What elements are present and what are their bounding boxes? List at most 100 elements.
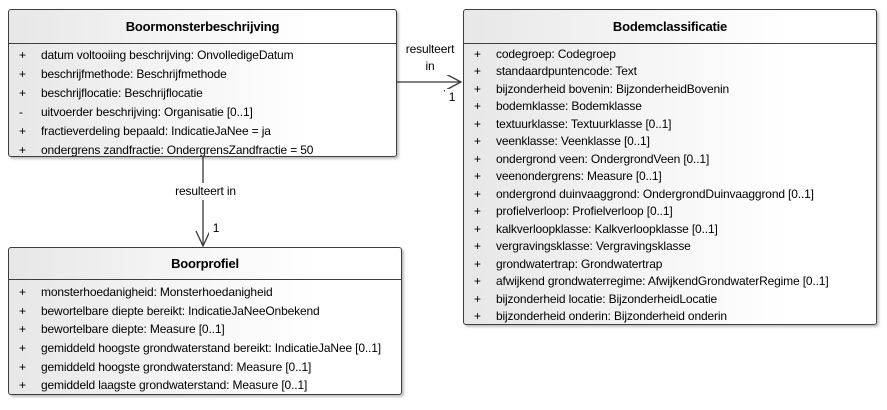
open-arrowhead-icon <box>443 72 463 92</box>
visibility-marker: + <box>19 66 26 81</box>
class-boormonsterbeschrijving: Boormonsterbeschrijving + datum voltooiin… <box>8 9 397 157</box>
class-attribute: + bijzonderheid locatie: BijzonderheidLoc… <box>464 290 876 308</box>
class-attribute: + ondergrens zandfractie: OndergrensZandf… <box>9 140 396 157</box>
connector-label-resulteert-in: resulteert in <box>400 41 460 75</box>
attribute-text: veenondergrens: Measure [0..1] <box>496 169 662 184</box>
class-title: Bodemclassificatie <box>464 10 876 44</box>
attribute-text: profielverloop: Profielverloop [0..1] <box>496 204 673 219</box>
visibility-marker: + <box>474 309 481 324</box>
class-attribute: + gemiddeld laagste grondwaterstand: Meas… <box>9 376 401 394</box>
attribute-text: textuurklasse: Textuurklasse [0..1] <box>496 116 672 131</box>
attribute-text: monsterhoedanigheid: Monsterhoedanigheid <box>41 285 273 300</box>
class-attributes: + codegroep: Codegroep + standaardpuntencod… <box>464 44 876 324</box>
class-bodemclassificatie: Bodemclassificatie + codegroep: Codegroep… <box>463 9 877 325</box>
class-attribute: + fractieverdeling bepaald: IndicatieJaNe… <box>9 121 396 140</box>
class-attribute: + bodemklasse: Bodemklasse <box>464 98 876 116</box>
attribute-text: standaardpuntencode: Text <box>496 64 637 79</box>
attribute-text: gemiddeld hoogste grondwaterstand bereik… <box>41 341 381 356</box>
class-attribute: + kalkverloopklasse: Kalkverloopklasse [0… <box>464 220 876 238</box>
visibility-marker: + <box>19 359 26 374</box>
visibility-marker: + <box>19 47 26 62</box>
attribute-text: vergravingsklasse: Vergravingsklasse <box>496 239 691 254</box>
visibility-marker: + <box>474 274 481 289</box>
class-attribute: + codegroep: Codegroep <box>464 45 876 63</box>
class-attribute: + bijzonderheid onderin: Bijzonderheid on… <box>464 308 876 325</box>
attribute-text: veenklasse: Veenklasse [0..1] <box>496 134 650 149</box>
attribute-text: bijzonderheid bovenin: BijzonderheidBove… <box>496 81 730 96</box>
attribute-text: bijzonderheid locatie: BijzonderheidLoca… <box>496 291 718 306</box>
visibility-marker: + <box>19 341 26 356</box>
visibility-marker: + <box>474 46 481 61</box>
connector-multiplicity: 1 <box>445 89 459 106</box>
attribute-text: gemiddeld laagste grondwaterstand: Measu… <box>41 378 308 393</box>
connector-label-resulteert-in: resulteert in <box>158 183 253 200</box>
visibility-marker: + <box>19 123 26 138</box>
class-attribute: + afwijkend grondwaterregime: AfwijkendGr… <box>464 273 876 291</box>
class-attribute: + ondergrond duinvaaggrond: OndergrondDui… <box>464 185 876 203</box>
attribute-text: codegroep: Codegroep <box>496 46 616 61</box>
visibility-marker: + <box>19 142 26 157</box>
class-attribute: + textuurklasse: Textuurklasse [0..1] <box>464 115 876 133</box>
attribute-text: kalkverloopklasse: Kalkverloopklasse [0.… <box>496 221 718 236</box>
attribute-text: datum voltooiing beschrijving: Onvolledi… <box>41 47 294 62</box>
attribute-text: bodemklasse: Bodemklasse <box>496 99 642 114</box>
class-attribute: + standaardpuntencode: Text <box>464 63 876 81</box>
class-attributes: + datum voltooiing beschrijving: Onvolled… <box>9 44 396 157</box>
attribute-text: fractieverdeling bepaald: IndicatieJaNee… <box>41 123 271 138</box>
class-boorprofiel: Boorprofiel + monsterhoedanigheid: Monste… <box>8 247 402 395</box>
visibility-marker: + <box>474 186 481 201</box>
attribute-text: ondergrond duinvaaggrond: OndergrondDuin… <box>496 186 814 201</box>
visibility-marker: + <box>474 99 481 114</box>
visibility-marker: + <box>19 285 26 300</box>
class-attributes: + monsterhoedanigheid: Monsterhoedanighei… <box>9 280 401 394</box>
visibility-marker: + <box>474 81 481 96</box>
attribute-text: bijzonderheid onderin: Bijzonderheid ond… <box>496 309 727 324</box>
visibility-marker: + <box>474 169 481 184</box>
open-arrowhead-icon <box>195 230 211 248</box>
class-title: Boorprofiel <box>9 248 401 280</box>
visibility-marker: + <box>474 134 481 149</box>
class-attribute: + bewortelbare diepte: Measure [0..1] <box>9 320 401 339</box>
attribute-text: beschrijflocatie: Beschrijflocatie <box>41 85 203 100</box>
class-attribute: + gemiddeld hoogste grondwaterstand: Meas… <box>9 357 401 376</box>
visibility-marker: + <box>474 221 481 236</box>
class-attribute: + gemiddeld hoogste grondwaterstand berei… <box>9 339 401 358</box>
attribute-text: gemiddeld hoogste grondwaterstand: Measu… <box>41 359 312 374</box>
class-attribute: + vergravingsklasse: Vergravingsklasse <box>464 238 876 256</box>
class-attribute: + ondergrond veen: OndergrondVeen [0..1] <box>464 150 876 168</box>
visibility-marker: + <box>474 116 481 131</box>
class-attribute: + profielverloop: Profielverloop [0..1] <box>464 203 876 221</box>
attribute-text: grondwatertrap: Grondwatertrap <box>496 256 663 271</box>
class-attribute: +bewortelbare diepte bereikt: IndicatieJ… <box>9 302 401 321</box>
class-title: Boormonsterbeschrijving <box>9 10 396 44</box>
class-attribute: + veenklasse: Veenklasse [0..1] <box>464 133 876 151</box>
visibility-marker: + <box>474 151 481 166</box>
class-attribute: + veenondergrens: Measure [0..1] <box>464 168 876 186</box>
class-attribute: + monsterhoedanigheid: Monsterhoedanighei… <box>9 283 401 302</box>
class-attribute: - uitvoerder beschrijving: Organisatie [0… <box>9 102 396 121</box>
attribute-text: ondergrens zandfractie: OndergrensZandfr… <box>41 142 314 157</box>
visibility-marker: + <box>474 64 481 79</box>
visibility-marker: + <box>474 239 481 254</box>
visibility-marker: - <box>19 104 23 119</box>
visibility-marker: + <box>19 303 26 318</box>
class-attribute: + beschrijflocatie: Beschrijflocatie <box>9 83 396 102</box>
class-attribute: + beschrijfmethode: Beschrijfmethode <box>9 64 396 83</box>
visibility-marker: + <box>19 378 26 393</box>
attribute-text: afwijkend grondwaterregime: AfwijkendGro… <box>496 274 829 289</box>
class-attribute: + grondwatertrap: Grondwatertrap <box>464 255 876 273</box>
class-attribute: + bijzonderheid bovenin: BijzonderheidBov… <box>464 80 876 98</box>
attribute-text: beschrijfmethode: Beschrijfmethode <box>41 66 227 81</box>
visibility-marker: + <box>474 291 481 306</box>
attribute-text: ondergrond veen: OndergrondVeen [0..1] <box>496 151 710 166</box>
class-attribute: + datum voltooiing beschrijving: Onvolled… <box>9 45 396 64</box>
connector-multiplicity: 1 <box>209 220 223 237</box>
attribute-text: uitvoerder beschrijving: Organisatie [0.… <box>41 104 253 119</box>
visibility-marker: + <box>474 204 481 219</box>
attribute-text: bewortelbare diepte: Measure [0..1] <box>41 322 225 337</box>
visibility-marker: + <box>19 85 26 100</box>
visibility-marker: + <box>19 322 26 337</box>
visibility-marker: + <box>474 256 481 271</box>
